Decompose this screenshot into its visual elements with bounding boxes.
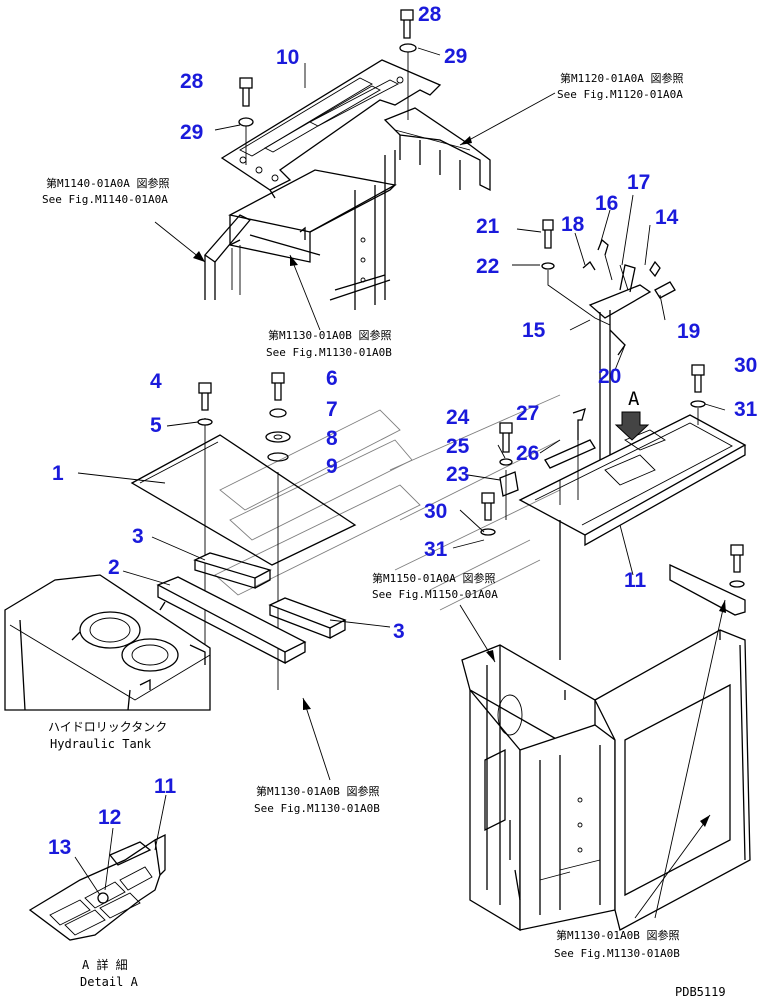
reference-notes: 第M1120-01A0A 図参照 See Fig.M1120-01A0A 第M1…	[42, 71, 683, 960]
callout-30: 30	[734, 354, 757, 377]
detail-a-label-en: Detail A	[80, 975, 139, 989]
ref-m1130-mid-jp: 第M1130-01A0B 図参照	[256, 784, 379, 798]
callout-28: 28	[418, 3, 442, 26]
callout-27: 27	[516, 402, 539, 425]
ref-m1130-top-en: See Fig.M1130-01A0B	[266, 346, 392, 359]
labels: ハイドロリックタンク Hydraulic Tank A 詳 細 Detail A…	[48, 720, 726, 999]
callout-29: 29	[180, 121, 203, 144]
callout-9: 9	[326, 455, 338, 478]
bolt-28-top	[399, 9, 417, 120]
bolt-30-left	[480, 492, 496, 536]
callout-23: 23	[446, 463, 469, 486]
callout-5: 5	[150, 414, 162, 437]
callout-12: 12	[98, 806, 121, 829]
leader-lines	[74, 47, 726, 919]
callout-8: 8	[326, 427, 338, 450]
callout-14: 14	[655, 206, 679, 229]
callout-25: 25	[446, 435, 470, 458]
ref-m1150-jp: 第M1150-01A0A 図参照	[372, 571, 495, 585]
callout-26: 26	[516, 442, 539, 465]
callout-24: 24	[446, 406, 470, 429]
callout-3: 3	[132, 525, 144, 548]
callout-1: 1	[52, 462, 64, 485]
callout-21: 21	[476, 215, 500, 238]
callout-17: 17	[627, 171, 650, 194]
plate-10	[220, 59, 442, 199]
rubber-blocks	[156, 552, 347, 665]
bolt-28-left	[238, 77, 254, 165]
callout-numbers: 28 29 10 28 29 16 17 18 14 21 22 19 15 2…	[48, 3, 758, 859]
callout-10: 10	[276, 46, 299, 69]
callout-3: 3	[393, 620, 405, 643]
hydraulic-tank	[4, 574, 211, 711]
bolt-bottom-right	[729, 544, 745, 588]
callout-11: 11	[624, 569, 647, 592]
ref-m1130-bot-jp: 第M1130-01A0B 図参照	[556, 928, 679, 942]
callout-18: 18	[561, 213, 585, 236]
bolt-4	[197, 382, 213, 426]
ref-m1120-en: See Fig.M1120-01A0A	[557, 88, 683, 101]
ref-m1130-bot-en: See Fig.M1130-01A0B	[554, 947, 680, 960]
callout-13: 13	[48, 836, 71, 859]
callout-31: 31	[424, 538, 448, 561]
plate-1	[130, 418, 357, 690]
callout-28: 28	[180, 70, 204, 93]
plate-11	[518, 414, 747, 700]
bolt-30-right	[690, 364, 706, 425]
callout-31: 31	[734, 398, 758, 421]
callout-15: 15	[522, 319, 546, 342]
callout-29: 29	[444, 45, 467, 68]
detail-a-drawing	[28, 833, 166, 941]
hinge-hardware	[499, 407, 596, 520]
callout-19: 19	[677, 320, 700, 343]
ref-m1120-jp: 第M1120-01A0A 図参照	[560, 71, 683, 85]
bracket-m1120	[383, 107, 491, 192]
ref-m1140-en: See Fig.M1140-01A0A	[42, 193, 168, 206]
ref-m1130-mid-en: See Fig.M1130-01A0B	[254, 802, 380, 815]
callout-7: 7	[326, 398, 338, 421]
callout-11: 11	[154, 775, 177, 798]
ref-m1140-jp: 第M1140-01A0A 図参照	[46, 176, 169, 190]
bolt-6	[265, 372, 291, 462]
drawing-number: PDB5119	[675, 985, 726, 999]
ref-m1150-en: See Fig.M1150-01A0A	[372, 588, 498, 601]
callout-30: 30	[424, 500, 447, 523]
lower-right-frame	[461, 629, 751, 932]
callout-4: 4	[150, 370, 162, 393]
callout-22: 22	[476, 255, 499, 278]
callout-view-a: A	[628, 388, 640, 410]
watermark-shapes	[214, 394, 561, 611]
upper-left-frame	[204, 150, 397, 310]
callout-20: 20	[598, 365, 621, 388]
hydraulic-tank-label-jp: ハイドロリックタンク	[48, 720, 167, 734]
ref-m1130-top-jp: 第M1130-01A0B 図参照	[268, 328, 391, 342]
callout-6: 6	[326, 367, 338, 390]
view-arrow-a	[614, 411, 650, 441]
callout-2: 2	[108, 556, 120, 579]
detail-a-label-jp: A 詳 細	[82, 957, 128, 972]
callout-16: 16	[595, 192, 618, 215]
hydraulic-tank-label-en: Hydraulic Tank	[50, 737, 152, 751]
